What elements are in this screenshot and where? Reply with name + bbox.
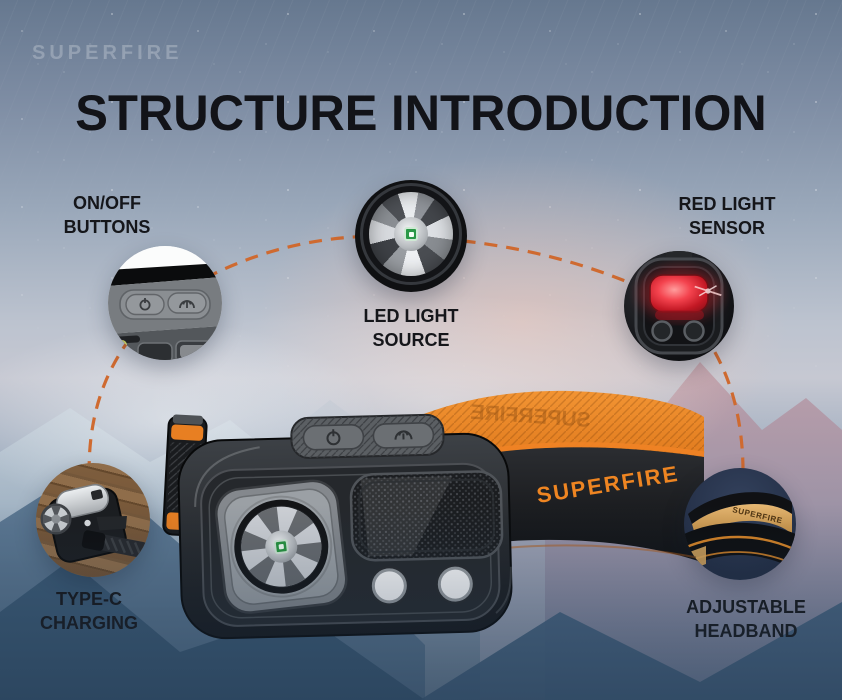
red-light-label: RED LIGHT SENSOR bbox=[679, 193, 776, 241]
red-light-inset bbox=[624, 251, 734, 361]
typec-label: TYPE-C CHARGING bbox=[40, 588, 138, 636]
reflector-side bbox=[40, 503, 72, 535]
red-light-lens bbox=[649, 274, 709, 313]
headband-label: ADJUSTABLE HEADBAND bbox=[686, 596, 806, 644]
onoff-label: ON/OFF BUTTONS bbox=[64, 192, 151, 240]
typec-label-line2: CHARGING bbox=[40, 612, 138, 633]
top-button-panel bbox=[290, 413, 445, 459]
typec-inset-art bbox=[40, 483, 150, 563]
headband-label-line2: HEADBAND bbox=[694, 620, 798, 641]
led-label: LED LIGHT SOURCE bbox=[364, 305, 459, 353]
typec-charging-inset bbox=[36, 463, 150, 577]
onoff-inset-art bbox=[108, 246, 222, 360]
headlamp-body bbox=[177, 413, 513, 640]
power-button bbox=[302, 423, 365, 451]
sensor-button-right bbox=[683, 320, 705, 342]
power-button bbox=[125, 293, 165, 316]
red-light-label-line2: SENSOR bbox=[688, 217, 766, 238]
page-title: STRUCTURE INTRODUCTION bbox=[75, 85, 767, 141]
led-label-line1: LED LIGHT bbox=[363, 306, 459, 326]
led-source-inset bbox=[355, 180, 467, 292]
main-lens bbox=[215, 479, 348, 614]
headband-label-line1: ADJUSTABLE bbox=[686, 597, 806, 617]
red-light-window bbox=[349, 470, 504, 562]
red-light-label-line1: RED LIGHT bbox=[678, 194, 776, 214]
led-core bbox=[408, 231, 414, 237]
red-inset-art bbox=[634, 251, 724, 355]
onoff-buttons-inset bbox=[108, 246, 222, 360]
onoff-label-line2: BUTTONS bbox=[63, 216, 151, 237]
headband-inset: SUPERFIRE E bbox=[684, 468, 796, 580]
brand-watermark: SUPERFIRE bbox=[32, 42, 183, 64]
led-label-line2: SOURCE bbox=[372, 329, 450, 350]
sensor-button-left bbox=[651, 320, 673, 342]
onoff-label-line1: ON/OFF bbox=[72, 193, 141, 213]
typec-label-line1: TYPE-C bbox=[55, 589, 122, 609]
headband-inset-art: SUPERFIRE E bbox=[684, 492, 796, 572]
